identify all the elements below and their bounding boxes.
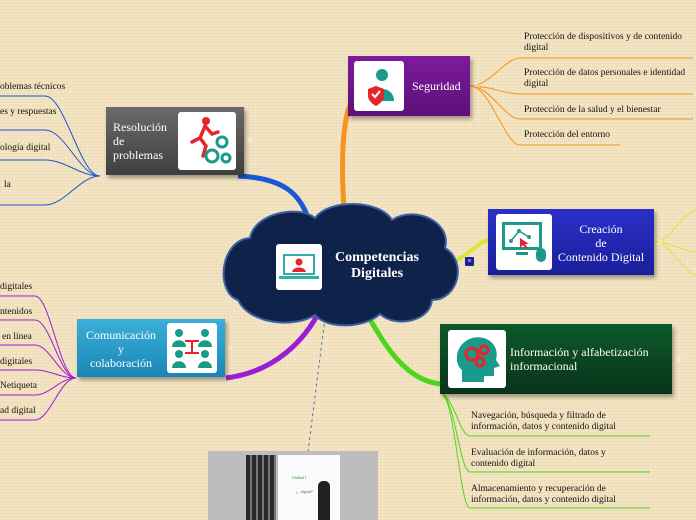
slide-title: Unidad 1 [292,475,307,480]
seguridad-item-4: Protección del entorno [524,130,611,140]
menu-icon[interactable]: ≡ [228,343,234,353]
building-image [246,455,276,520]
node-informacion[interactable]: Información y alfabetización informacion… [440,324,681,394]
comunicacion-item-1: digitales [0,282,33,292]
video-thumbnail[interactable]: Unidad 1 ¿...digital? [208,451,378,520]
menu-icon[interactable]: ≡ [474,80,480,90]
head-gears-icon [448,330,506,388]
center-title-line1: Competencias [335,250,419,265]
seguridad-item-1: Protección de dispositivos y de contenid… [524,32,683,53]
center-title: Competencias Digitales [322,250,432,282]
content-creation-icon [496,214,552,270]
node-seguridad[interactable]: Seguridad ≡ [348,56,479,116]
seguridad-item-2: Protección de datos personales e identid… [524,68,686,89]
resolucion-item-3: ología digital [0,143,51,153]
comunicacion-item-6: ad digital [0,406,36,416]
node-creacion-title: Creación de Contenido Digital [557,222,645,264]
menu-icon[interactable]: ≡ [247,135,253,145]
seguridad-item-3: Protección de la salud y el bienestar [524,105,661,115]
slide-image: Unidad 1 ¿...digital? [278,455,340,520]
node-seguridad-title: Seguridad [412,79,461,93]
resolucion-item-2: es y respuestas [0,107,57,117]
resolucion-item-1: oblemas técnicos [0,82,66,92]
presenter-figure [318,481,330,520]
resolucion-item-4: la [4,180,11,190]
menu-icon[interactable]: ≡ [657,237,663,247]
slide-subtitle: ¿...digital? [296,489,313,494]
node-comunicacion-title: Comunicación y colaboración [86,328,156,370]
node-comunicacion[interactable]: Comunicación y colaboración ≡ [77,319,233,377]
center-computer-icon [276,244,322,290]
node-resolucion-title: Resolución de problemas [113,120,167,162]
node-resolucion[interactable]: Resolución de problemas ≡ [106,107,252,175]
menu-icon[interactable]: ≡ [676,354,682,364]
center-title-line2: Digitales [350,266,404,281]
center-cloud [222,203,459,327]
node-informacion-title: Información y alfabetización informacion… [510,345,649,373]
problem-solving-icon [178,112,236,170]
comunicacion-item-4: digitales [0,357,33,367]
comunicacion-item-3: en línea [2,332,32,342]
comunicacion-item-2: ntenidos [0,307,33,317]
collaboration-people-icon [167,323,217,373]
collapse-toggle-icon[interactable]: ≡ [465,257,474,266]
node-creacion[interactable]: Creación de Contenido Digital ≡ [488,209,662,275]
security-person-icon [354,61,404,111]
comunicacion-item-5: Netiqueta [0,381,37,391]
